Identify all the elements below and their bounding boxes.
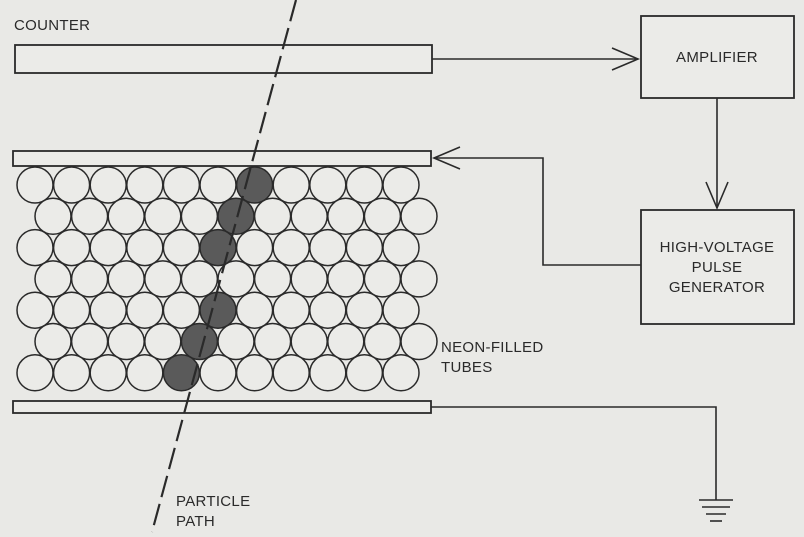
neon-tube xyxy=(16,291,54,329)
neon-tube xyxy=(162,291,201,329)
neon-tube xyxy=(34,260,72,298)
neon-tube xyxy=(34,322,72,361)
neon-tube xyxy=(126,166,164,204)
neon-tube xyxy=(70,197,109,236)
neon-tube xyxy=(382,166,420,204)
neon-tube xyxy=(52,291,91,329)
neon-tube xyxy=(382,291,420,329)
neon-tube xyxy=(309,291,347,329)
neon-tube xyxy=(309,354,347,392)
neon-tube xyxy=(253,260,292,298)
neon-tube xyxy=(52,354,91,392)
particle-path-label-line1: PARTICLE xyxy=(176,493,250,510)
neon-tube xyxy=(217,322,255,361)
neon-tube xyxy=(290,197,328,236)
neon-tube xyxy=(327,260,365,298)
neon-tube xyxy=(309,228,347,267)
neon-tube xyxy=(70,260,109,298)
neon-tube xyxy=(363,260,402,298)
neon-tube xyxy=(272,354,310,392)
neon-tube xyxy=(89,166,127,204)
hv-pulse-generator-box xyxy=(640,209,795,325)
neon-tube xyxy=(290,260,328,298)
neon-tube xyxy=(327,197,365,236)
neon-tube xyxy=(144,322,182,361)
neon-tube xyxy=(382,228,420,267)
neon-tube xyxy=(363,197,402,236)
neon-tube xyxy=(34,197,72,236)
neon-tube xyxy=(235,291,274,329)
neon-tube xyxy=(180,260,219,298)
neon-tube xyxy=(235,228,274,267)
counter-label: COUNTER xyxy=(14,17,90,34)
neon-tube xyxy=(144,197,182,236)
particle-path-line xyxy=(150,0,298,533)
neon-tube xyxy=(89,228,127,267)
lit-neon-tube xyxy=(199,291,237,329)
neon-tube xyxy=(52,228,91,267)
hv-label-line3: GENERATOR xyxy=(669,279,765,296)
neon-tubes-label-line1: NEON-FILLED xyxy=(441,339,544,356)
particle-path-label-line2: PATH xyxy=(176,513,215,530)
neon-tube xyxy=(126,228,164,267)
neon-tube xyxy=(253,322,292,361)
neon-tube xyxy=(107,322,145,361)
counter-to-amplifier-arrow xyxy=(432,47,641,71)
neon-tube xyxy=(400,322,438,361)
neon-tube xyxy=(89,354,127,392)
neon-tube xyxy=(52,166,91,204)
neon-tube xyxy=(290,322,328,361)
amplifier-box xyxy=(640,15,795,99)
neon-tube xyxy=(382,354,420,392)
neon-tube xyxy=(309,166,347,204)
neon-tube xyxy=(199,166,237,204)
neon-tube xyxy=(107,260,145,298)
neon-tube xyxy=(107,197,145,236)
neon-tube xyxy=(253,197,292,236)
ground-wire xyxy=(431,406,717,500)
neon-tube xyxy=(16,228,54,267)
neon-tube xyxy=(70,322,109,361)
neon-tube xyxy=(272,166,310,204)
neon-tube xyxy=(235,354,274,392)
lit-neon-tube xyxy=(199,228,237,267)
neon-tube xyxy=(345,354,384,392)
hv-label-line2: PULSE xyxy=(692,259,743,276)
neon-tube xyxy=(180,197,219,236)
neon-tube xyxy=(272,291,310,329)
neon-tube xyxy=(199,354,237,392)
neon-tubes-label-line2: TUBES xyxy=(441,359,493,376)
neon-tube xyxy=(400,197,438,236)
neon-tube xyxy=(345,166,384,204)
neon-tube xyxy=(126,291,164,329)
counter-plate xyxy=(14,44,433,74)
hv-label-line1: HIGH-VOLTAGE xyxy=(660,239,775,256)
bottom-electrode-plate xyxy=(12,400,432,414)
amplifier-label: AMPLIFIER xyxy=(676,49,758,66)
ground-icon xyxy=(699,499,733,522)
neon-tube xyxy=(327,322,365,361)
neon-tube xyxy=(16,354,54,392)
neon-tube xyxy=(16,166,54,204)
amplifier-to-generator-arrow xyxy=(705,98,729,211)
neon-tube xyxy=(89,291,127,329)
neon-tube xyxy=(345,228,384,267)
neon-tube xyxy=(162,228,201,267)
neon-tube xyxy=(162,166,201,204)
neon-tube xyxy=(144,260,182,298)
neon-tube xyxy=(272,228,310,267)
neon-tube xyxy=(363,322,402,361)
neon-tube-grid xyxy=(16,166,438,392)
top-electrode-plate xyxy=(12,150,432,167)
lit-neon-tube xyxy=(217,197,255,236)
neon-tube xyxy=(400,260,438,298)
neon-tube xyxy=(345,291,384,329)
neon-tube xyxy=(126,354,164,392)
generator-to-plate-arrow xyxy=(431,146,641,266)
